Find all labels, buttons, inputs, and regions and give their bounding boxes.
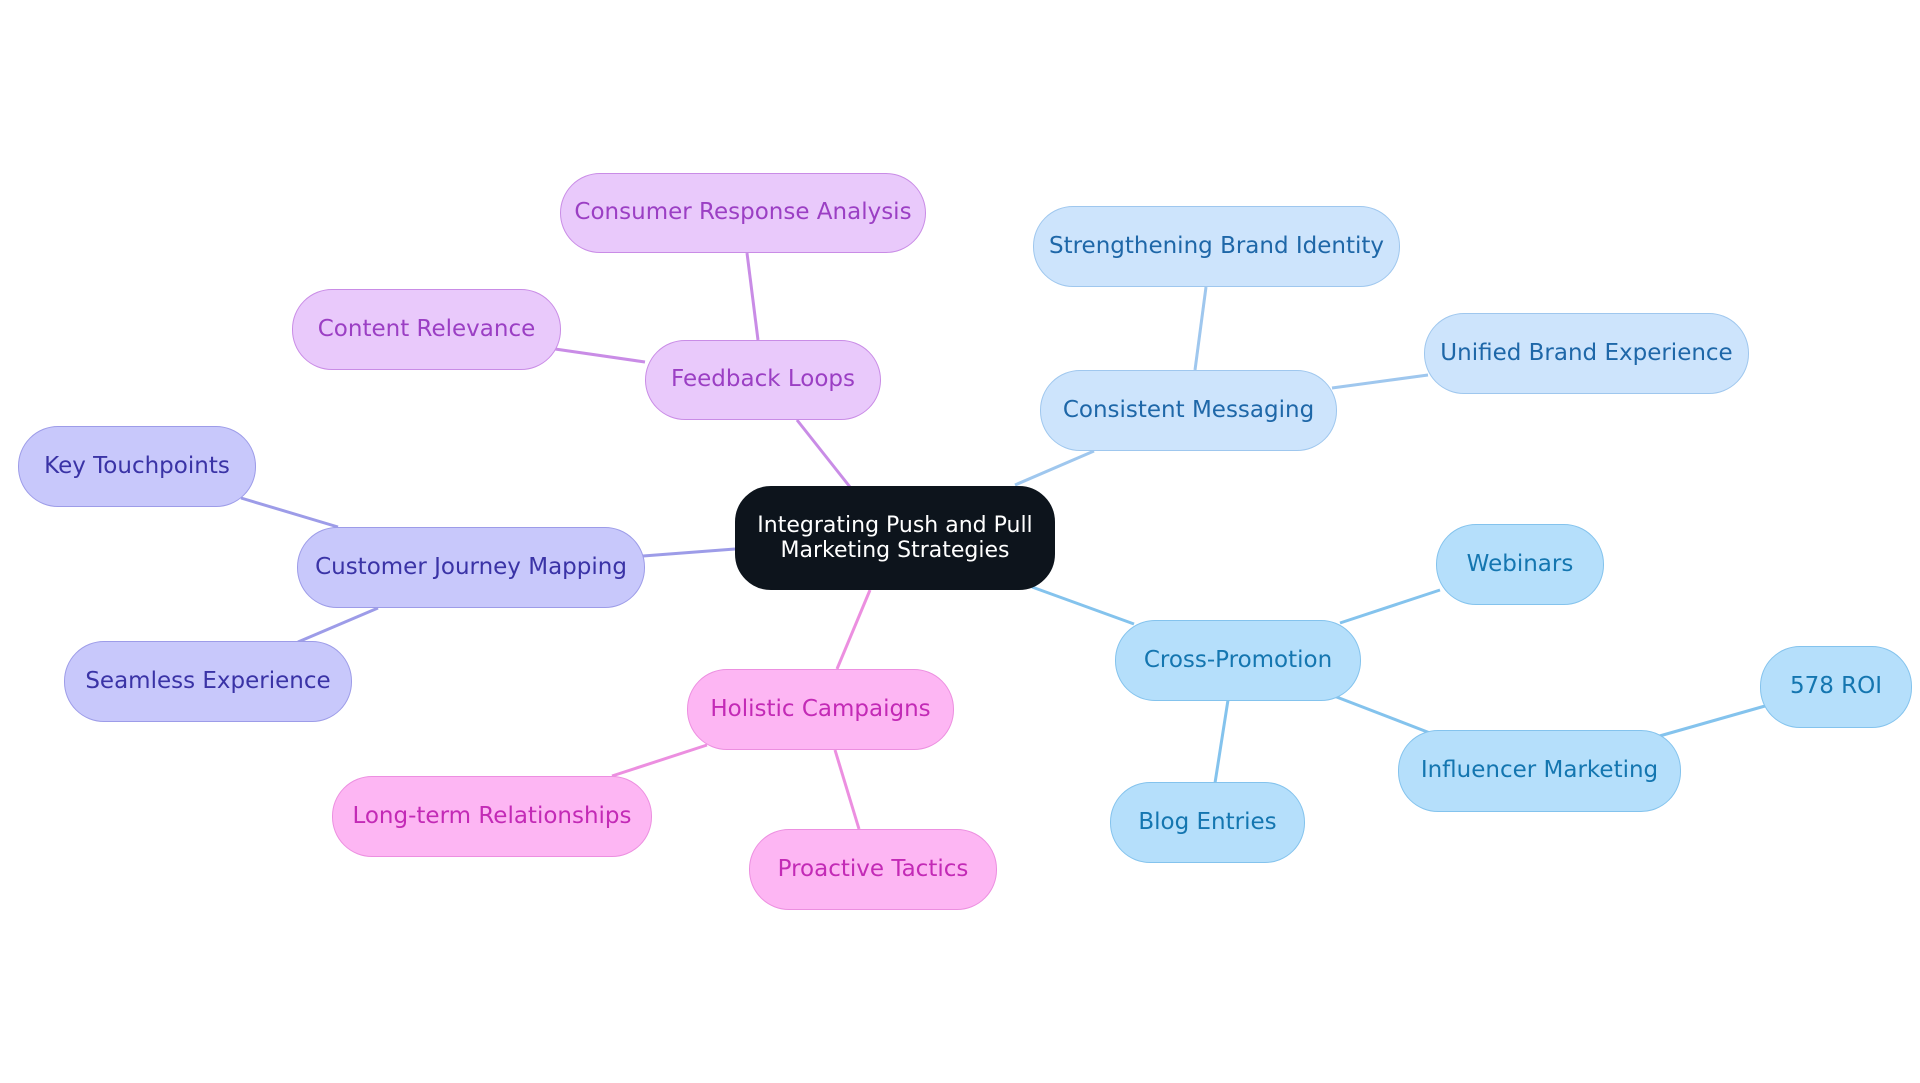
edge-cross-promo-webinars: [1339, 588, 1441, 625]
node-cross-promotion[interactable]: Cross-Promotion: [1115, 620, 1361, 701]
edge-root-holistic: [835, 589, 872, 670]
node-webinars[interactable]: Webinars: [1436, 524, 1604, 605]
node-consumer-response-analysis[interactable]: Consumer Response Analysis: [560, 173, 926, 253]
node-cross-promotion-label: Cross-Promotion: [1143, 646, 1333, 673]
node-blog-entries-label: Blog Entries: [1138, 808, 1277, 835]
edge-consistent-brand-identity: [1193, 286, 1208, 371]
edge-journey-key-touchpoints: [240, 496, 339, 529]
node-feedback-loops[interactable]: Feedback Loops: [645, 340, 881, 420]
edge-holistic-proactive: [833, 749, 861, 830]
node-root-label: Integrating Push and Pull Marketing Stra…: [757, 512, 1033, 563]
node-strengthening-brand-identity[interactable]: Strengthening Brand Identity: [1033, 206, 1400, 287]
node-root[interactable]: Integrating Push and Pull Marketing Stra…: [735, 486, 1055, 590]
edge-root-journey: [642, 547, 736, 558]
node-influencer-marketing-label: Influencer Marketing: [1420, 757, 1659, 784]
edge-cross-promo-blog-entries: [1213, 699, 1230, 784]
node-holistic-campaigns-label: Holistic Campaigns: [710, 695, 931, 722]
node-content-relevance-label: Content Relevance: [317, 315, 536, 342]
node-long-term-relationships[interactable]: Long-term Relationships: [332, 776, 652, 857]
node-proactive-tactics[interactable]: Proactive Tactics: [749, 829, 997, 910]
node-roi-label: 578 ROI: [1789, 673, 1883, 700]
edge-journey-seamless-experience: [297, 606, 379, 644]
node-strengthening-brand-identity-label: Strengthening Brand Identity: [1048, 232, 1385, 259]
node-content-relevance[interactable]: Content Relevance: [292, 289, 561, 370]
node-consumer-response-analysis-label: Consumer Response Analysis: [574, 199, 912, 226]
edge-root-consistent: [1014, 449, 1095, 487]
edge-feedback-consumer-response: [745, 252, 760, 341]
edge-holistic-long-term: [611, 743, 708, 778]
node-roi[interactable]: 578 ROI: [1760, 646, 1912, 728]
node-feedback-loops-label: Feedback Loops: [671, 366, 855, 393]
node-unified-brand-experience[interactable]: Unified Brand Experience: [1424, 313, 1749, 394]
node-customer-journey-mapping-label: Customer Journey Mapping: [315, 553, 627, 580]
node-long-term-relationships-label: Long-term Relationships: [352, 802, 632, 829]
node-seamless-experience[interactable]: Seamless Experience: [64, 641, 352, 722]
node-customer-journey-mapping[interactable]: Customer Journey Mapping: [297, 527, 645, 608]
node-holistic-campaigns[interactable]: Holistic Campaigns: [687, 669, 954, 750]
node-consistent-messaging-label: Consistent Messaging: [1062, 396, 1315, 423]
edge-root-cross-promo: [1031, 585, 1135, 626]
edge-root-feedback: [795, 419, 852, 488]
node-consistent-messaging[interactable]: Consistent Messaging: [1040, 370, 1337, 451]
node-key-touchpoints[interactable]: Key Touchpoints: [18, 426, 256, 507]
edge-feedback-content-relevance: [554, 347, 646, 364]
node-key-touchpoints-label: Key Touchpoints: [44, 452, 230, 479]
node-proactive-tactics-label: Proactive Tactics: [777, 855, 969, 882]
edge-consistent-unified-experience: [1331, 373, 1429, 390]
node-seamless-experience-label: Seamless Experience: [85, 667, 331, 694]
node-blog-entries[interactable]: Blog Entries: [1110, 782, 1305, 863]
edge-cross-promo-influencer: [1333, 694, 1431, 735]
node-webinars-label: Webinars: [1466, 550, 1574, 577]
node-unified-brand-experience-label: Unified Brand Experience: [1440, 339, 1733, 366]
edge-influencer-roi: [1655, 704, 1766, 739]
node-influencer-marketing[interactable]: Influencer Marketing: [1398, 730, 1681, 812]
